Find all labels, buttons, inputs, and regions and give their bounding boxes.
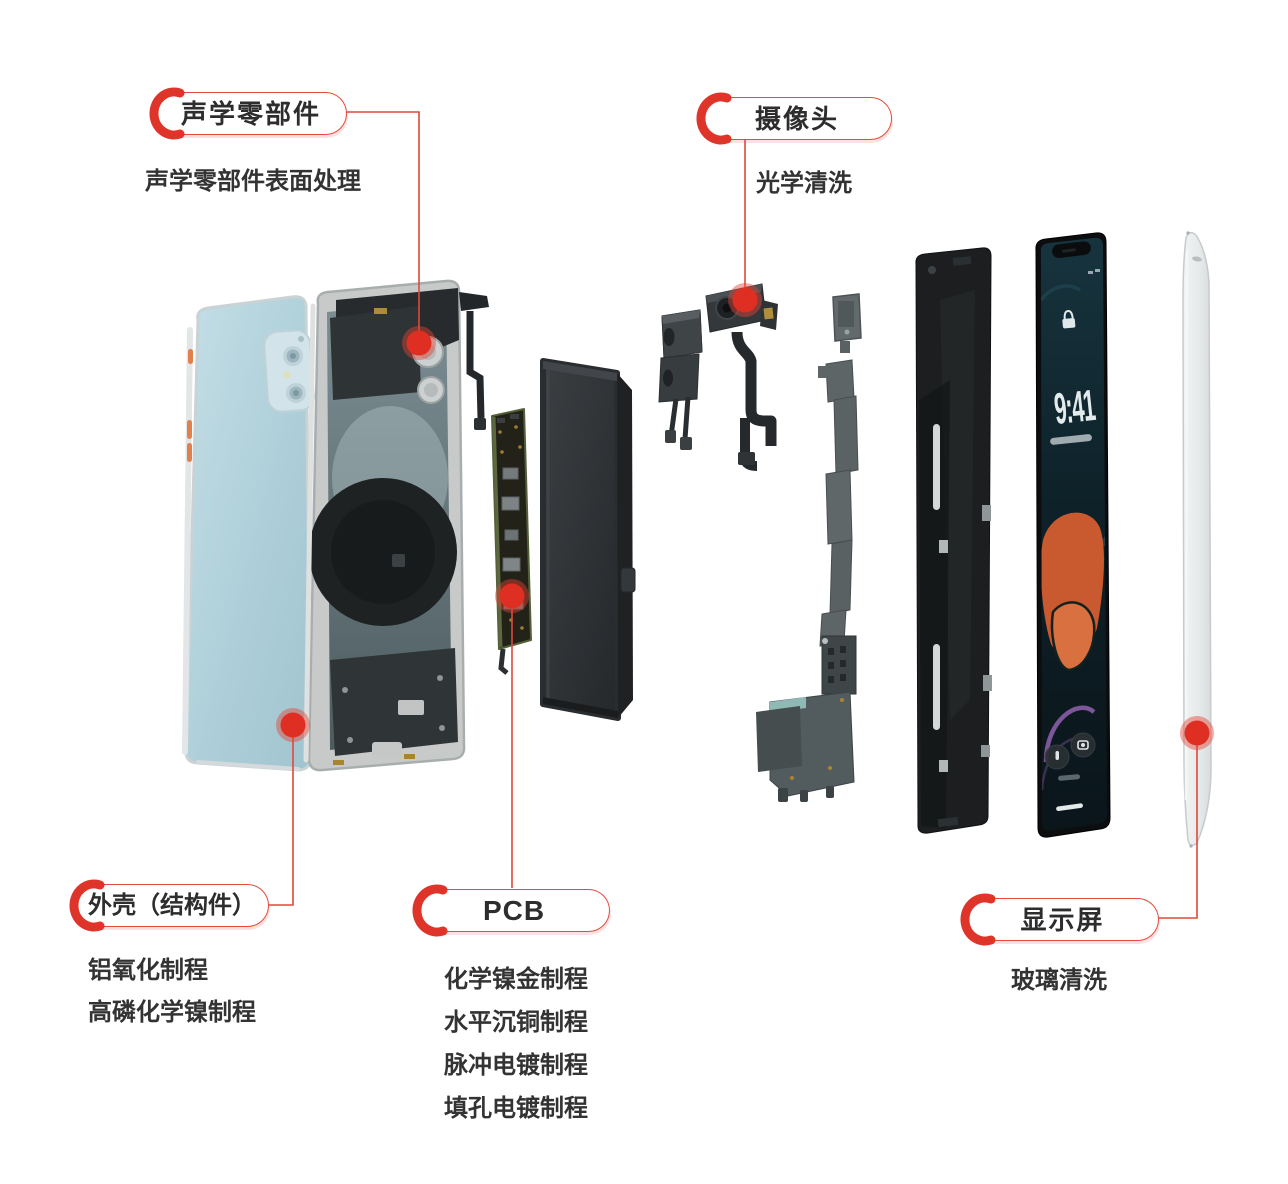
lightning-connector <box>372 742 402 759</box>
volume-down-button <box>187 443 192 462</box>
callout-pcb-title: PCB <box>482 895 546 926</box>
acoustic-notes: 声学零部件表面处理 <box>145 161 361 203</box>
connector-line-housing <box>267 725 294 906</box>
lock-screen-wallpaper: 9:41 <box>1040 237 1107 832</box>
battery-connector <box>620 567 636 593</box>
marker-dots <box>276 283 1214 750</box>
part-battery <box>540 358 636 721</box>
part-display-screen: 9:41 <box>1035 232 1111 838</box>
marker-dot-pcb <box>495 579 529 613</box>
note-line: 声学零部件表面处理 <box>145 168 361 195</box>
part-back-cover <box>182 295 315 772</box>
callout-camera: 摄像头 <box>696 92 892 145</box>
housing-notes: 铝氧化制程 高磷化学镍制程 <box>88 950 256 1034</box>
home-indicator <box>1056 803 1083 812</box>
callout-housing-title: 外壳（结构件） <box>88 892 256 919</box>
part-display-frame <box>915 247 992 834</box>
note-line: 玻璃清洗 <box>1011 967 1107 994</box>
wireless-charging-coil <box>309 478 457 626</box>
note-line: 脉冲电镀制程 <box>444 1052 588 1079</box>
volume-up-button <box>187 420 192 439</box>
part-front-glass <box>1182 231 1212 848</box>
lock-screen-time: 9:41 <box>1052 382 1098 434</box>
marker-dot-acoustic <box>402 326 436 360</box>
note-line: 铝氧化制程 <box>88 957 208 984</box>
part-rear-camera-module <box>658 309 703 450</box>
rear-camera-bump <box>263 329 315 413</box>
note-line: 光学清洗 <box>756 170 852 197</box>
note-line: 高磷化学镍制程 <box>88 999 256 1026</box>
connector-line-display <box>1157 733 1198 919</box>
part-shield-brackets <box>756 293 862 802</box>
earpiece-slot <box>1192 256 1202 262</box>
lock-screen-date-text-blur <box>1050 434 1092 445</box>
camera-notes: 光学清洗 <box>756 163 852 205</box>
part-mid-frame <box>303 279 489 772</box>
connector-lines <box>267 111 1198 919</box>
callout-display: 显示屏 <box>960 893 1159 946</box>
callout-camera-title: 摄像头 <box>754 104 839 134</box>
callout-display-title: 显示屏 <box>1020 905 1105 935</box>
callout-pcb: PCB <box>412 884 610 937</box>
lock-icon <box>1062 310 1076 329</box>
marker-dot-housing <box>276 708 310 742</box>
display-notes: 玻璃清洗 <box>1011 960 1107 1002</box>
note-line: 水平沉铜制程 <box>444 1009 588 1036</box>
connector-line-acoustic <box>345 111 420 343</box>
callout-housing: 外壳（结构件） <box>69 879 269 932</box>
note-line: 填孔电镀制程 <box>444 1095 588 1122</box>
marker-dot-camera <box>728 283 762 317</box>
pcb-notes: 化学镍金制程 水平沉铜制程 脉冲电镀制程 填孔电镀制程 <box>444 958 588 1130</box>
marker-dot-display <box>1180 716 1214 750</box>
note-line: 化学镍金制程 <box>444 966 588 993</box>
callout-acoustic-title: 声学零部件 <box>180 99 321 129</box>
side-flex-cable <box>466 311 485 419</box>
callout-acoustic: 声学零部件 <box>149 87 347 140</box>
mute-switch <box>188 349 193 364</box>
bottom-bracket-assembly <box>756 635 857 802</box>
cover-silver-rim <box>182 327 193 755</box>
